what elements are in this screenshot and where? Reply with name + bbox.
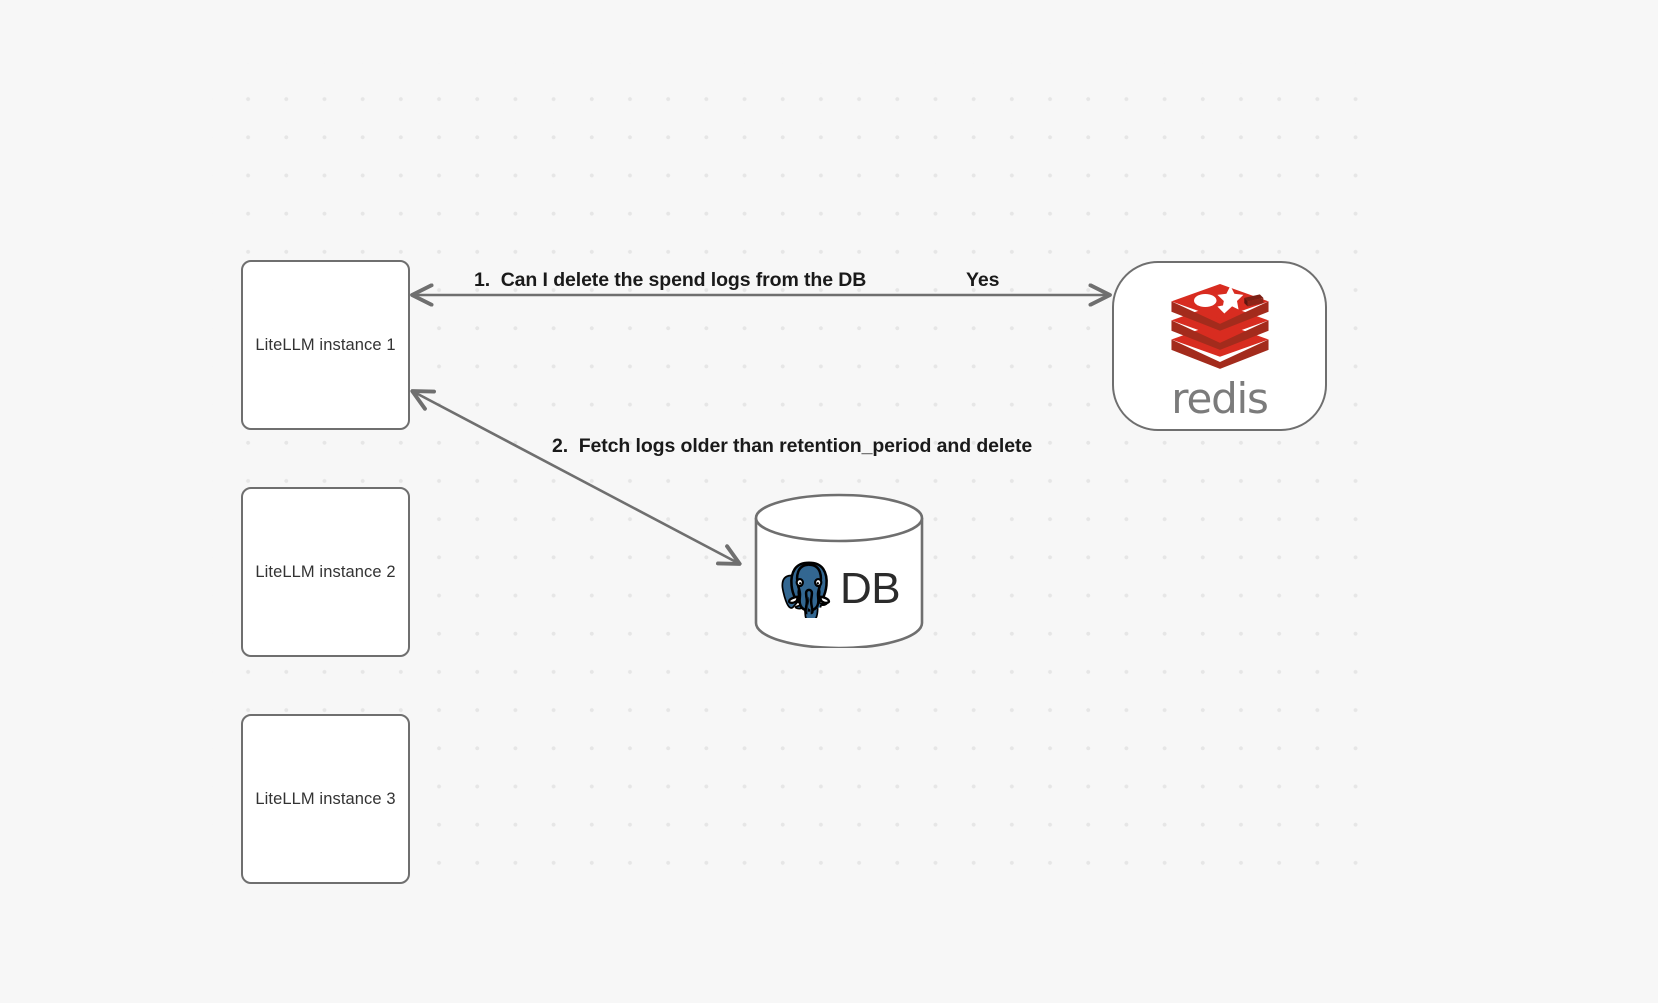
database-label: DB — [839, 564, 901, 613]
node-label: LiteLLM instance 3 — [255, 789, 396, 808]
node-label: LiteLLM instance 2 — [255, 562, 396, 581]
edge-label-step-1: 1. Can I delete the spend logs from the … — [474, 269, 867, 291]
node-label: LiteLLM instance 1 — [255, 335, 396, 354]
cylinder-shape — [754, 493, 924, 648]
redis-icon — [1168, 275, 1272, 376]
node-litellm-instance-1[interactable]: LiteLLM instance 1 — [241, 260, 410, 430]
node-database[interactable]: DB — [753, 493, 925, 648]
redis-wordmark: redis — [1171, 373, 1269, 423]
node-litellm-instance-3[interactable]: LiteLLM instance 3 — [241, 714, 410, 884]
edge-instance1-db — [410, 389, 742, 566]
postgresql-icon — [778, 556, 840, 623]
node-litellm-instance-2[interactable]: LiteLLM instance 2 — [241, 487, 410, 657]
edge-label-yes: Yes — [966, 269, 1000, 291]
edge-label-step-2: 2. Fetch logs older than retention_perio… — [552, 435, 1033, 457]
node-redis[interactable]: redis — [1112, 261, 1327, 431]
